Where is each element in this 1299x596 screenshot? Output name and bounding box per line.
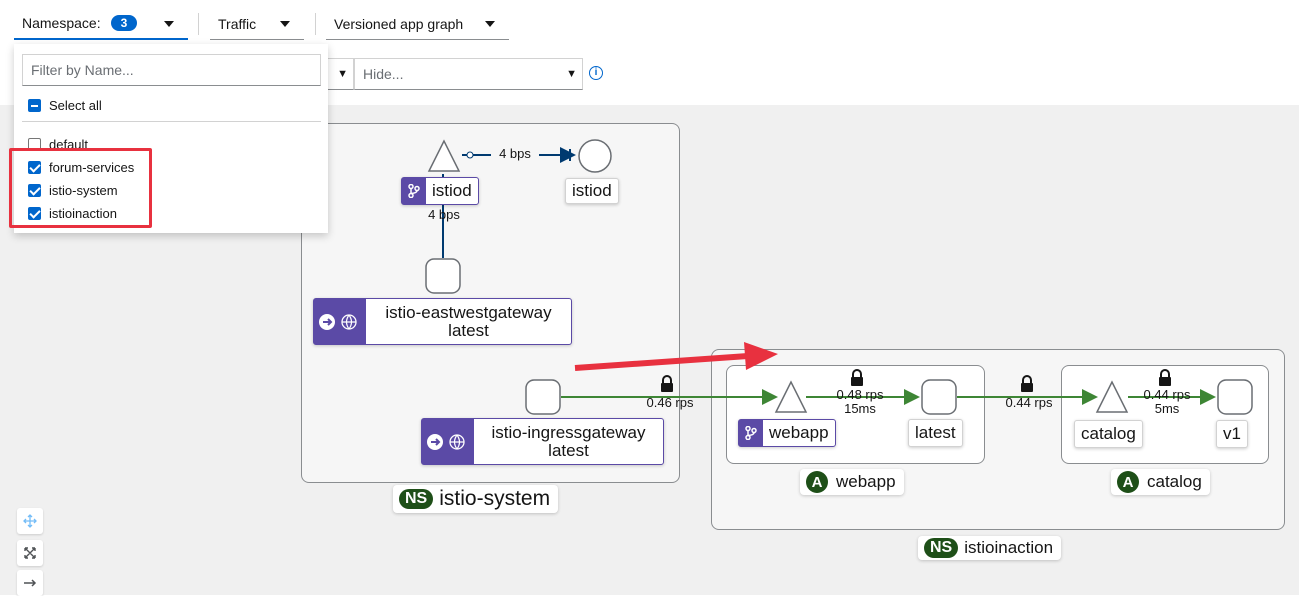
namespace-dropdown[interactable]: Namespace: 3 [14,8,188,40]
node-webapp-service[interactable] [774,380,808,413]
app-badge: A [806,471,828,493]
label-istiod-workload[interactable]: istiod [565,178,619,204]
app-label-catalog[interactable]: A catalog [1111,469,1210,495]
lock-icon [661,375,673,392]
node-name: v1 [1223,424,1241,443]
namespace-option-istio-system[interactable]: istio-system [28,183,118,198]
label-webapp-service[interactable]: webapp [738,419,836,447]
namespace-label-istio-system[interactable]: NS istio-system [393,485,559,513]
label-webapp-latest[interactable]: latest [908,419,963,447]
chevron-down-icon: ▼ [337,68,348,80]
annotation-arrow-head [744,342,778,370]
lock-icon [1159,369,1171,386]
graph-type-dropdown[interactable]: Versioned app graph [326,8,509,40]
namespace-count-badge: 3 [110,15,138,31]
checkbox-checked-icon [28,184,41,197]
app-name: catalog [1147,472,1202,491]
node-name: webapp [769,423,829,442]
node-version-line: latest [448,320,489,340]
traffic-dropdown[interactable]: Traffic [210,8,304,40]
fit-icon[interactable] [17,508,43,534]
node-name-line: istio-ingressgateway [491,422,646,442]
filter-placeholder: Filter by Name... [31,62,134,78]
app-label-webapp[interactable]: A webapp [800,469,904,495]
namespace-option-label: forum-services [49,160,135,175]
edge-label: 15ms [844,401,876,416]
divider [22,121,321,122]
edge-label: 0.46 rps [646,395,694,410]
gateway-icon [314,299,366,344]
namespace-option-forum-services[interactable]: forum-services [28,160,134,175]
caret-down-icon [485,21,495,27]
label-istiod-service[interactable]: istiod [401,177,479,205]
edge-label: 4 bps [491,147,539,161]
checkbox-checked-icon [28,161,41,174]
toolbar-divider [198,13,199,35]
ns-badge: NS [924,538,959,558]
app-badge: A [1117,471,1139,493]
label-catalog-v1[interactable]: v1 [1216,420,1248,448]
node-eastwest-gateway[interactable] [425,258,461,294]
namespace-label: Namespace: [22,15,101,31]
service-branch-icon [739,420,763,446]
node-name-line: istio-eastwestgateway [385,302,552,322]
checkbox-indeterminate-icon [28,99,41,112]
caret-down-icon [280,21,290,27]
select-all-checkbox[interactable]: Select all [28,98,102,113]
namespace-popup: Filter by Name... Select all default for… [14,44,328,233]
namespace-option-label: istio-system [49,183,118,198]
expand-icon[interactable] [17,540,43,566]
namespace-option-label: istioinaction [49,206,117,221]
lock-icon [851,369,863,386]
namespace-label-istioinaction[interactable]: NS istioinaction [918,536,1062,560]
node-catalog-service[interactable] [1095,380,1129,413]
app-name: webapp [836,472,896,491]
toolbar-divider [315,13,316,35]
node-name: istiod [432,181,472,200]
edge-label: 5ms [1154,401,1180,416]
node-webapp-latest[interactable] [921,379,957,415]
node-name: catalog [1081,424,1136,443]
label-eastwest-gateway[interactable]: istio-eastwestgateway latest [313,298,572,345]
namespace-name: istioinaction [964,538,1054,557]
node-name: istiod [572,181,612,200]
annotation-arrow [574,353,749,371]
layout-arrow-icon[interactable] [17,570,43,596]
lock-icon [1021,375,1033,392]
namespace-option-istioinaction[interactable]: istioinaction [28,206,117,221]
traffic-label: Traffic [218,15,257,32]
node-ingress-gateway[interactable] [525,379,561,415]
ns-badge: NS [399,489,434,509]
annotation-highlight-box [9,148,152,228]
edge-label: 0.44 rps [1143,387,1191,402]
namespace-filter-input[interactable]: Filter by Name... [22,54,321,86]
node-catalog-v1[interactable] [1217,379,1253,415]
hide-select[interactable]: Hide... ▼ [354,58,583,90]
node-name: istio-eastwestgateway latest [366,302,571,340]
label-ingress-gateway[interactable]: istio-ingressgateway latest [421,418,664,465]
hide-placeholder: Hide... [363,66,404,82]
label-catalog-service[interactable]: catalog [1074,420,1143,448]
gateway-icon [422,419,474,464]
checkbox-checked-icon [28,207,41,220]
display-select[interactable]: ▼ [326,58,354,90]
service-branch-icon [402,178,426,204]
chevron-down-icon: ▼ [566,68,577,80]
node-version-line: latest [548,440,589,460]
edge-label: 0.44 rps [1005,395,1053,410]
caret-down-icon [164,21,174,27]
node-name: istio-ingressgateway latest [474,422,663,460]
select-all-label: Select all [49,98,102,113]
edge-label: 4 bps [428,207,460,222]
info-circle-icon[interactable]: i [589,66,603,80]
namespace-name: istio-system [439,487,551,510]
edge-label: 0.48 rps [836,387,884,402]
graph-type-label: Versioned app graph [334,15,464,32]
node-name: latest [915,423,956,442]
node-istiod-workload[interactable] [578,139,612,173]
node-istiod-service[interactable] [427,139,461,172]
edge-source-dot [466,151,474,159]
